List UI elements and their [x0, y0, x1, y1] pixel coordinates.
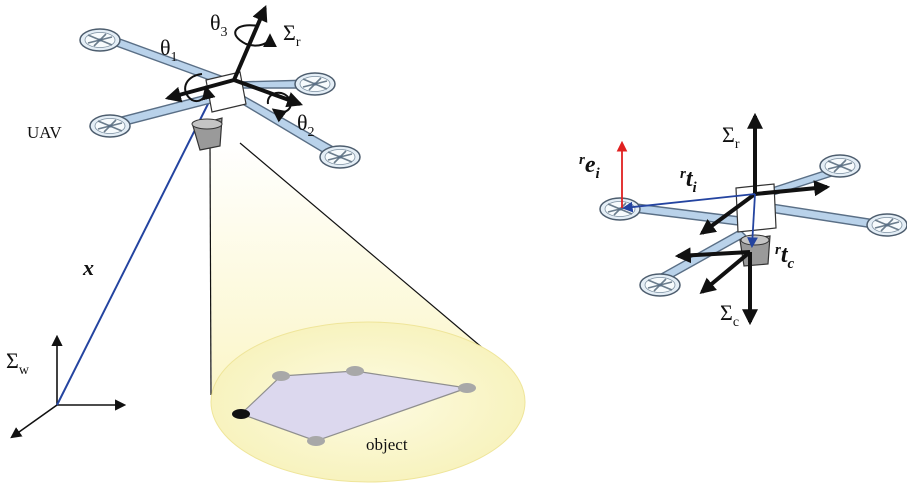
e-i-label: rei [579, 152, 601, 182]
position-vector-x [56, 81, 220, 406]
sigma-w-label: Σw [6, 348, 30, 378]
body-frame-axes-right [699, 112, 831, 235]
vector-t-i [621, 193, 756, 213]
vertex-point [458, 383, 476, 393]
sigma-c-label: Σc [720, 300, 739, 330]
vertex-point-highlighted [232, 409, 250, 419]
theta2-label: θ2 [297, 110, 315, 140]
uav-label: UAV [27, 123, 62, 142]
vertex-point [272, 371, 290, 381]
vertex-point [346, 366, 364, 376]
object-polygon [232, 366, 476, 446]
rotation-arrow-theta3 [234, 24, 277, 48]
t-i-label: rti [680, 166, 698, 196]
camera-frame-axes [674, 247, 758, 326]
rotation-arrow-theta1 [184, 73, 216, 102]
uav-right [599, 154, 907, 297]
object-label: object [366, 435, 408, 454]
theta3-label: θ3 [210, 10, 228, 40]
body-frame-axes-left [164, 5, 304, 123]
x-label: x [82, 255, 94, 280]
t-c-label: rtc [775, 242, 795, 272]
vector-t-c [747, 193, 758, 249]
theta1-label: θ1 [160, 35, 178, 65]
sigma-r-right-label: Σr [722, 122, 740, 152]
world-frame-axes [10, 334, 127, 439]
rotation-arrow-theta2 [266, 91, 292, 123]
vertex-point [307, 436, 325, 446]
sigma-r-label: Σr [283, 20, 301, 50]
